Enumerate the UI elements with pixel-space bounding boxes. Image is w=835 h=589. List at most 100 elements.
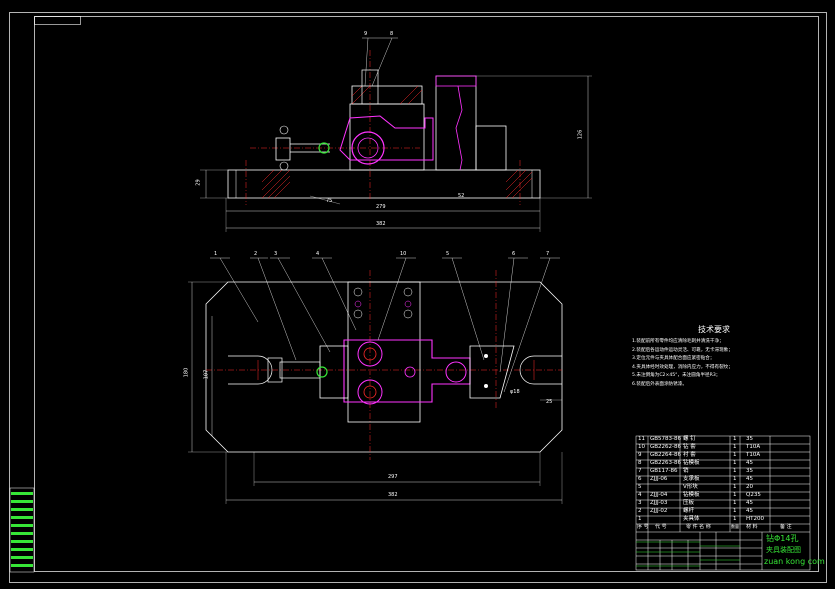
bom-cell-name: 螺杆 — [683, 508, 695, 514]
outer-frame — [9, 12, 827, 583]
bom-cell-qty: 1 — [733, 484, 737, 490]
bom-cell-qty: 1 — [733, 460, 737, 466]
bom-header-name: 零 件 名 称 — [686, 524, 711, 530]
dim-top-small-label: φ18 — [510, 389, 520, 395]
tech-req-note: 3.定位元件与夹具体配合面应紧密贴合； — [632, 356, 715, 362]
dim-top-bottom-outer: 382 — [388, 492, 398, 498]
drawing-subtitle: 夹具装配图 — [766, 546, 801, 554]
bom-cell-material: 45 — [746, 460, 753, 466]
top-view — [188, 257, 563, 504]
corner-tag — [34, 16, 81, 25]
bom-cell-code: GB2264-86 — [650, 452, 682, 458]
bom-cell-no: 4 — [638, 492, 642, 498]
dim-top-bottom-inner: 297 — [388, 474, 398, 480]
bom-cell-code: GB2263-86 — [650, 460, 682, 466]
dim-top-left-outer: 180 — [183, 367, 190, 378]
bom-cell-code: ZJJJ-04 — [650, 492, 668, 498]
bom-cell-material: Q235 — [746, 492, 761, 498]
bom-cell-name: 钻 套 — [683, 444, 696, 450]
balloon-10: 10 — [400, 251, 407, 257]
bom-cell-qty: 1 — [733, 476, 737, 482]
dim-front-width-outer: 382 — [376, 221, 386, 227]
bom-cell-qty: 1 — [733, 444, 737, 450]
bom-cell-material: 35 — [746, 436, 753, 442]
bom-cell-code: ZJJJ-02 — [650, 508, 668, 514]
bom-cell-no: 2 — [638, 508, 642, 514]
bom-table-grid — [635, 435, 811, 571]
tech-req-note: 2.装配后各运动件运动灵活、可靠，无卡滞现象； — [632, 347, 733, 353]
balloon-4: 4 — [316, 251, 320, 257]
front-view — [200, 37, 592, 232]
balloon-9: 9 — [364, 31, 368, 37]
bom-cell-name: 销 — [683, 468, 689, 474]
bom-cell-material: T10A — [746, 444, 761, 450]
tech-req-note: 4.夹具体经时效处理，消除内应力，不得有裂纹； — [632, 364, 733, 370]
tech-req-note: 6.装配后外表面涂防锈漆。 — [632, 381, 687, 387]
bom-cell-code: GB117-86 — [650, 468, 678, 474]
bom-cell-no: 6 — [638, 476, 642, 482]
dim-front-small-left: 75 — [326, 198, 333, 204]
bom-cell-qty: 1 — [733, 516, 737, 522]
title-block-green-lines — [636, 541, 740, 567]
bom-cell-qty: 1 — [733, 500, 737, 506]
bom-cell-name: 螺 钉 — [683, 436, 696, 442]
bom-cell-qty: 1 — [733, 452, 737, 458]
margin-block — [9, 487, 35, 573]
bom-cell-no: 11 — [638, 436, 645, 442]
bom-cell-material: HT200 — [746, 516, 764, 522]
bom-cell-code: GB2262-86 — [650, 444, 682, 450]
bom-cell-code: ZJJJ-06 — [650, 476, 668, 482]
bom-cell-material: T10A — [746, 452, 761, 458]
bom-cell-name: 衬 套 — [683, 452, 696, 458]
bom-cell-name: 钻模板 — [683, 492, 700, 498]
drawing-name: 钻Φ14孔 — [766, 534, 799, 543]
dim-front-height-left: 29 — [195, 179, 202, 186]
bom-cell-no: 5 — [638, 484, 642, 490]
bom-header-qty: 数量 — [731, 524, 739, 529]
bom-cell-code: ZJJJ-03 — [650, 500, 668, 506]
bom-cell-material: 20 — [746, 484, 753, 490]
dim-top-left-inner: 107 — [203, 369, 210, 380]
bom-cell-no: 3 — [638, 500, 642, 506]
bom-cell-code: GB5783-86 — [650, 436, 682, 442]
site-watermark: zuan kong com — [764, 557, 825, 566]
balloon-8: 8 — [390, 31, 394, 37]
bom-cell-name: 支承板 — [683, 476, 700, 482]
balloon-6: 6 — [512, 251, 516, 257]
dim-front-height-right: 126 — [577, 129, 584, 140]
bom-cell-name: V形块 — [683, 484, 698, 490]
bom-cell-qty: 1 — [733, 436, 737, 442]
bom-cell-no: 8 — [638, 460, 642, 466]
balloon-3: 3 — [274, 251, 278, 257]
dim-front-width-inner: 279 — [376, 204, 386, 210]
bom-cell-no: 9 — [638, 452, 642, 458]
bom-cell-name: 夹具体 — [683, 516, 700, 522]
balloon-7: 7 — [546, 251, 550, 257]
bom-cell-no: 10 — [638, 444, 645, 450]
bom-cell-no: 1 — [638, 516, 642, 522]
bom-cell-qty: 1 — [733, 468, 737, 474]
bom-header-code: 代 号 — [655, 524, 667, 530]
bom-cell-name: 钻模板 — [683, 460, 700, 466]
bom-header-note: 备 注 — [780, 524, 792, 530]
bom-header-material: 材 料 — [746, 524, 758, 530]
tech-req-title: 技术要求 — [698, 325, 730, 334]
dim-top-small-right: 25 — [546, 399, 553, 405]
bom-cell-name: 压板 — [683, 500, 695, 506]
balloon-5: 5 — [446, 251, 450, 257]
bom-cell-qty: 1 — [733, 492, 737, 498]
dim-front-small-right: 52 — [458, 193, 465, 199]
tech-req-notes: 1.装配前所有零件均应清除毛刺并清洗干净； 2.装配后各运动件运动灵活、可靠，无… — [632, 339, 812, 392]
inner-frame — [34, 16, 819, 572]
bom-header-no: 序 号 — [637, 524, 649, 530]
bom-cell-material: 35 — [746, 468, 753, 474]
balloon-1: 1 — [214, 251, 218, 257]
bom-cell-material: 45 — [746, 508, 753, 514]
bom-cell-no: 7 — [638, 468, 642, 474]
balloon-2: 2 — [254, 251, 258, 257]
bom-cell-qty: 1 — [733, 508, 737, 514]
tech-req-note: 5.未注倒角为C2×45°，未注圆角半径R3； — [632, 373, 721, 379]
bom-cell-material: 45 — [746, 500, 753, 506]
tech-req-note: 1.装配前所有零件均应清除毛刺并清洗干净； — [632, 339, 724, 344]
